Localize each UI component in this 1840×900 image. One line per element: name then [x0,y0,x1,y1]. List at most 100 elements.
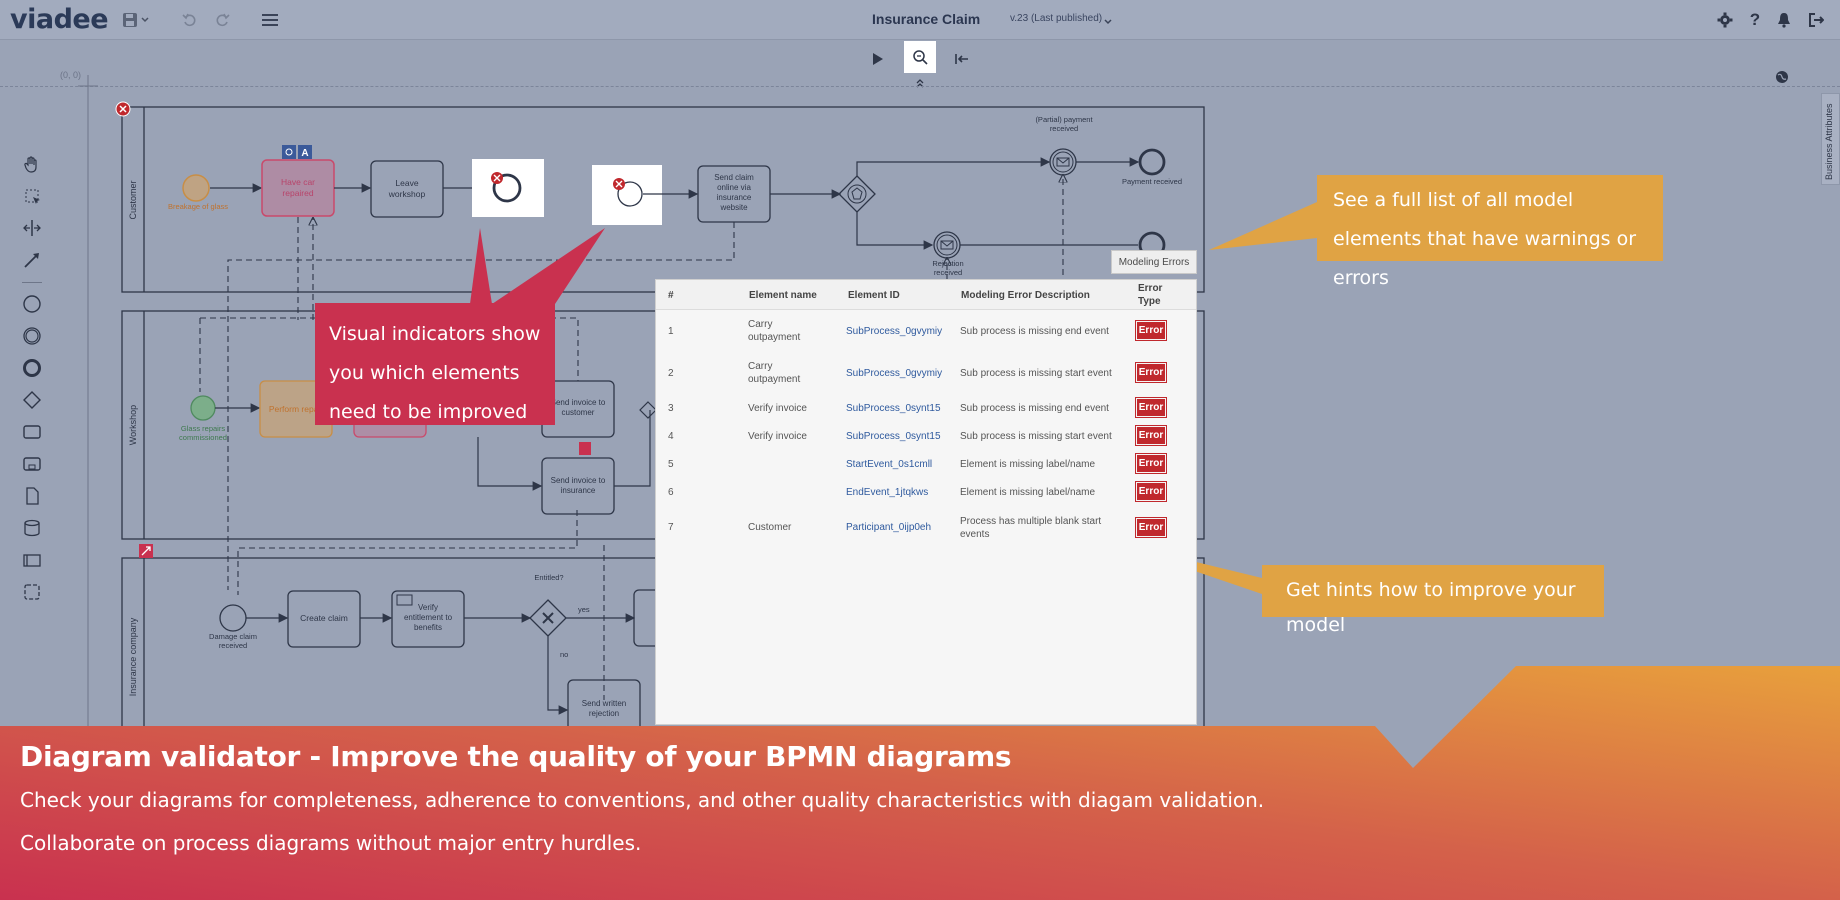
diagram-title: Insurance Claim [872,11,981,27]
header-description: Modeling Error Description [961,290,1090,301]
row-description: Sub process is missing start event [960,368,1112,379]
row-description: Process has multiple blank start events [960,516,1102,540]
menu-icon[interactable] [260,10,280,30]
task-have-car[interactable]: A [261,145,335,217]
row-element-id[interactable]: SubProcess_0synt15 [846,403,941,414]
task-verify-entitlement[interactable] [391,590,465,648]
start-event-glass-repairs[interactable] [190,395,216,421]
error-row[interactable]: 4 Verify invoice SubProcess_0synt15 Sub … [656,425,1196,453]
start-event-missing-label[interactable] [617,181,643,207]
chevron-down-icon[interactable] [140,10,150,30]
data-object-icon[interactable] [18,482,46,510]
error-type-badge: Error [1135,362,1167,383]
task-leave-workshop[interactable] [370,160,444,218]
row-element-name: Carry outpayment [748,361,801,385]
message-catch-partial-payment[interactable] [1049,148,1077,176]
pool-icon[interactable] [18,546,46,574]
highlight-end-event [472,159,544,217]
group-icon[interactable] [18,578,46,606]
label-payment-received: Payment received [1122,177,1182,186]
intermediate-event-icon[interactable] [18,322,46,350]
modeling-errors-tab[interactable]: Modeling Errors [1111,250,1197,274]
bell-icon[interactable] [1774,10,1794,30]
row-element-id[interactable]: SubProcess_0gvymiy [846,326,943,337]
row-element-id[interactable]: EndEvent_1jtqkws [846,487,929,498]
row-element-id[interactable]: SubProcess_0gvymiy [846,368,943,379]
row-element-id[interactable]: Participant_0ijp0eh [846,522,932,533]
zoom-fit-icon[interactable] [904,41,936,73]
error-row[interactable]: 6 EndEvent_1jtqkws Element is missing la… [656,481,1196,509]
version-chevron-icon[interactable] [1103,12,1113,32]
callout-pointer [1209,202,1317,250]
start-event-breakage[interactable] [182,174,210,202]
errors-table-header: # Element name Element ID Modeling Error… [656,280,1196,310]
label-create-claim: Create claim [300,613,348,623]
row-description: Sub process is missing end event [960,403,1109,414]
row-number: 5 [668,459,674,470]
callout-visual-indicators: Visual indicators show you which element… [315,303,555,425]
element-error-icon[interactable] [613,178,625,190]
error-row[interactable]: 2 Carry outpayment SubProcess_0gvymiy Su… [656,360,1196,400]
end-event-payment-received[interactable] [1138,148,1166,176]
data-icon [579,442,591,455]
element-error-icon[interactable] [491,172,503,184]
hand-tool-icon[interactable] [18,150,46,178]
lasso-tool-icon[interactable] [18,182,46,210]
callout-full-list: See a full list of all model elements th… [1317,175,1663,289]
row-element-name: Carry outpayment [748,319,801,343]
error-type-badge: Error [1135,397,1167,418]
error-marker-icon[interactable] [115,101,131,117]
lane-label-workshop: Workshop [128,405,138,445]
highlight-start-event [592,165,662,225]
task-create-claim[interactable] [287,590,361,648]
row-number: 7 [668,522,674,533]
label-breakage: Breakage of glass [168,202,228,211]
start-event-damage-claim[interactable] [219,604,247,632]
help-icon[interactable]: ? [1749,10,1761,29]
error-row[interactable]: 7 Customer Participant_0ijp0eh Process h… [656,513,1196,549]
row-element-id[interactable]: StartEvent_0s1cmll [846,459,933,470]
error-type-badge: Error [1135,425,1167,446]
callout-pointer [492,228,605,304]
header-error-type: Error Type [1138,283,1163,307]
end-event-icon[interactable] [18,354,46,382]
palette-divider [22,282,42,283]
start-event-icon[interactable] [18,290,46,318]
play-simulation-icon[interactable] [862,44,894,74]
globe-icon[interactable] [1766,62,1798,92]
subprocess-icon[interactable] [18,450,46,478]
error-type-badge: Error [1135,481,1167,502]
row-element-id[interactable]: SubProcess_0synt15 [846,431,941,442]
error-row[interactable]: 3 Verify invoice SubProcess_0synt15 Sub … [656,397,1196,425]
logout-icon[interactable] [1806,10,1826,30]
row-number: 6 [668,487,674,498]
end-event-missing-label[interactable] [492,173,522,203]
logo: viadee [10,4,109,35]
canvas-coordinates: (0, 0) [60,70,82,80]
data-store-icon[interactable] [18,514,46,542]
space-tool-icon[interactable] [18,214,46,242]
collapse-panel-icon[interactable] [946,44,978,74]
redo-icon[interactable] [212,10,232,30]
banner-line-1: Check your diagrams for completeness, ad… [20,788,1265,812]
external-link-icon[interactable] [139,544,153,558]
row-description: Element is missing label/name [960,487,1096,498]
save-icon[interactable] [120,10,140,30]
error-row[interactable]: 5 StartEvent_0s1cmll Element is missing … [656,453,1196,481]
event-based-gateway[interactable] [838,175,876,213]
row-number: 3 [668,403,674,414]
gateway-icon[interactable] [18,386,46,414]
task-icon[interactable] [18,418,46,446]
gear-icon[interactable] [1715,10,1735,30]
message-catch-rejection[interactable] [933,231,961,259]
callout-hints: Get hints how to improve your model [1262,565,1604,636]
undo-icon[interactable] [180,10,200,30]
error-row[interactable]: 1 Carry outpayment SubProcess_0gvymiy Su… [656,318,1196,358]
connect-tool-icon[interactable] [18,246,46,274]
version-selector[interactable]: v.23 (Last published) [1010,13,1103,24]
exclusive-gateway-entitled[interactable] [529,599,567,637]
